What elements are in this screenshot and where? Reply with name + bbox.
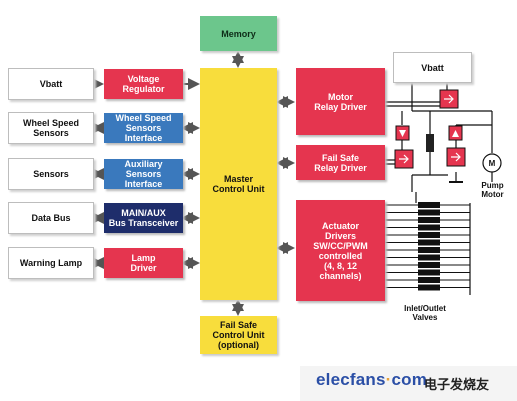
watermark-site-name: elecfans·com xyxy=(316,370,428,389)
valve-coil xyxy=(418,224,440,231)
relay-coil xyxy=(426,134,434,152)
actuator-drivers-block: Actuator Drivers SW/CC/PWM controlled (4… xyxy=(296,200,385,301)
lamp-driver-block: Lamp Driver xyxy=(104,248,183,278)
valve-coil xyxy=(418,284,440,291)
warning-lamp-source: Warning Lamp xyxy=(8,247,94,279)
fail-safe-control-unit-block: Fail Safe Control Unit (optional) xyxy=(200,316,277,354)
auxiliary-sensors-interface-block: Auxiliary Sensors Interface xyxy=(104,159,183,189)
valves-label: Inlet/Outlet Valves xyxy=(404,304,446,322)
valve-coil xyxy=(418,202,440,208)
watermark-banner xyxy=(300,366,517,401)
valve-coil xyxy=(418,254,440,261)
motor-relay-driver-block: Motor Relay Driver xyxy=(296,68,385,135)
data-bus-source: Data Bus xyxy=(8,202,94,234)
bus-transceiver-block: MAIN/AUX Bus Transceiver xyxy=(104,203,183,233)
fail-safe-relay-driver-block: Fail Safe Relay Driver xyxy=(296,145,385,180)
memory-block: Memory xyxy=(200,16,277,51)
watermark-chinese-name: 电子发烧友 xyxy=(424,378,490,393)
valve-coil xyxy=(418,232,440,238)
valve-coil xyxy=(418,217,440,223)
pump-motor-label: Pump Motor xyxy=(481,181,504,199)
vbatt-source: Vbatt xyxy=(8,68,94,100)
wheel-speed-sensors-source: Wheel Speed Sensors xyxy=(8,112,94,144)
valve-coil xyxy=(418,269,440,276)
sensors-source: Sensors xyxy=(8,158,94,190)
wheel-speed-interface-block: Wheel Speed Sensors Interface xyxy=(104,113,183,143)
pump-motor-symbol-label: M xyxy=(488,159,496,168)
valve-coil xyxy=(418,209,440,216)
pump-motor-symbol xyxy=(482,153,502,173)
valve-coil xyxy=(418,239,440,246)
valve-coil xyxy=(418,247,440,253)
valve-coil xyxy=(418,262,440,268)
voltage-regulator-block: Voltage Regulator xyxy=(104,69,183,99)
master-control-unit-block: Master Control Unit xyxy=(200,68,277,300)
valve-coil xyxy=(418,277,440,283)
vbatt-power-source: Vbatt xyxy=(393,52,472,83)
